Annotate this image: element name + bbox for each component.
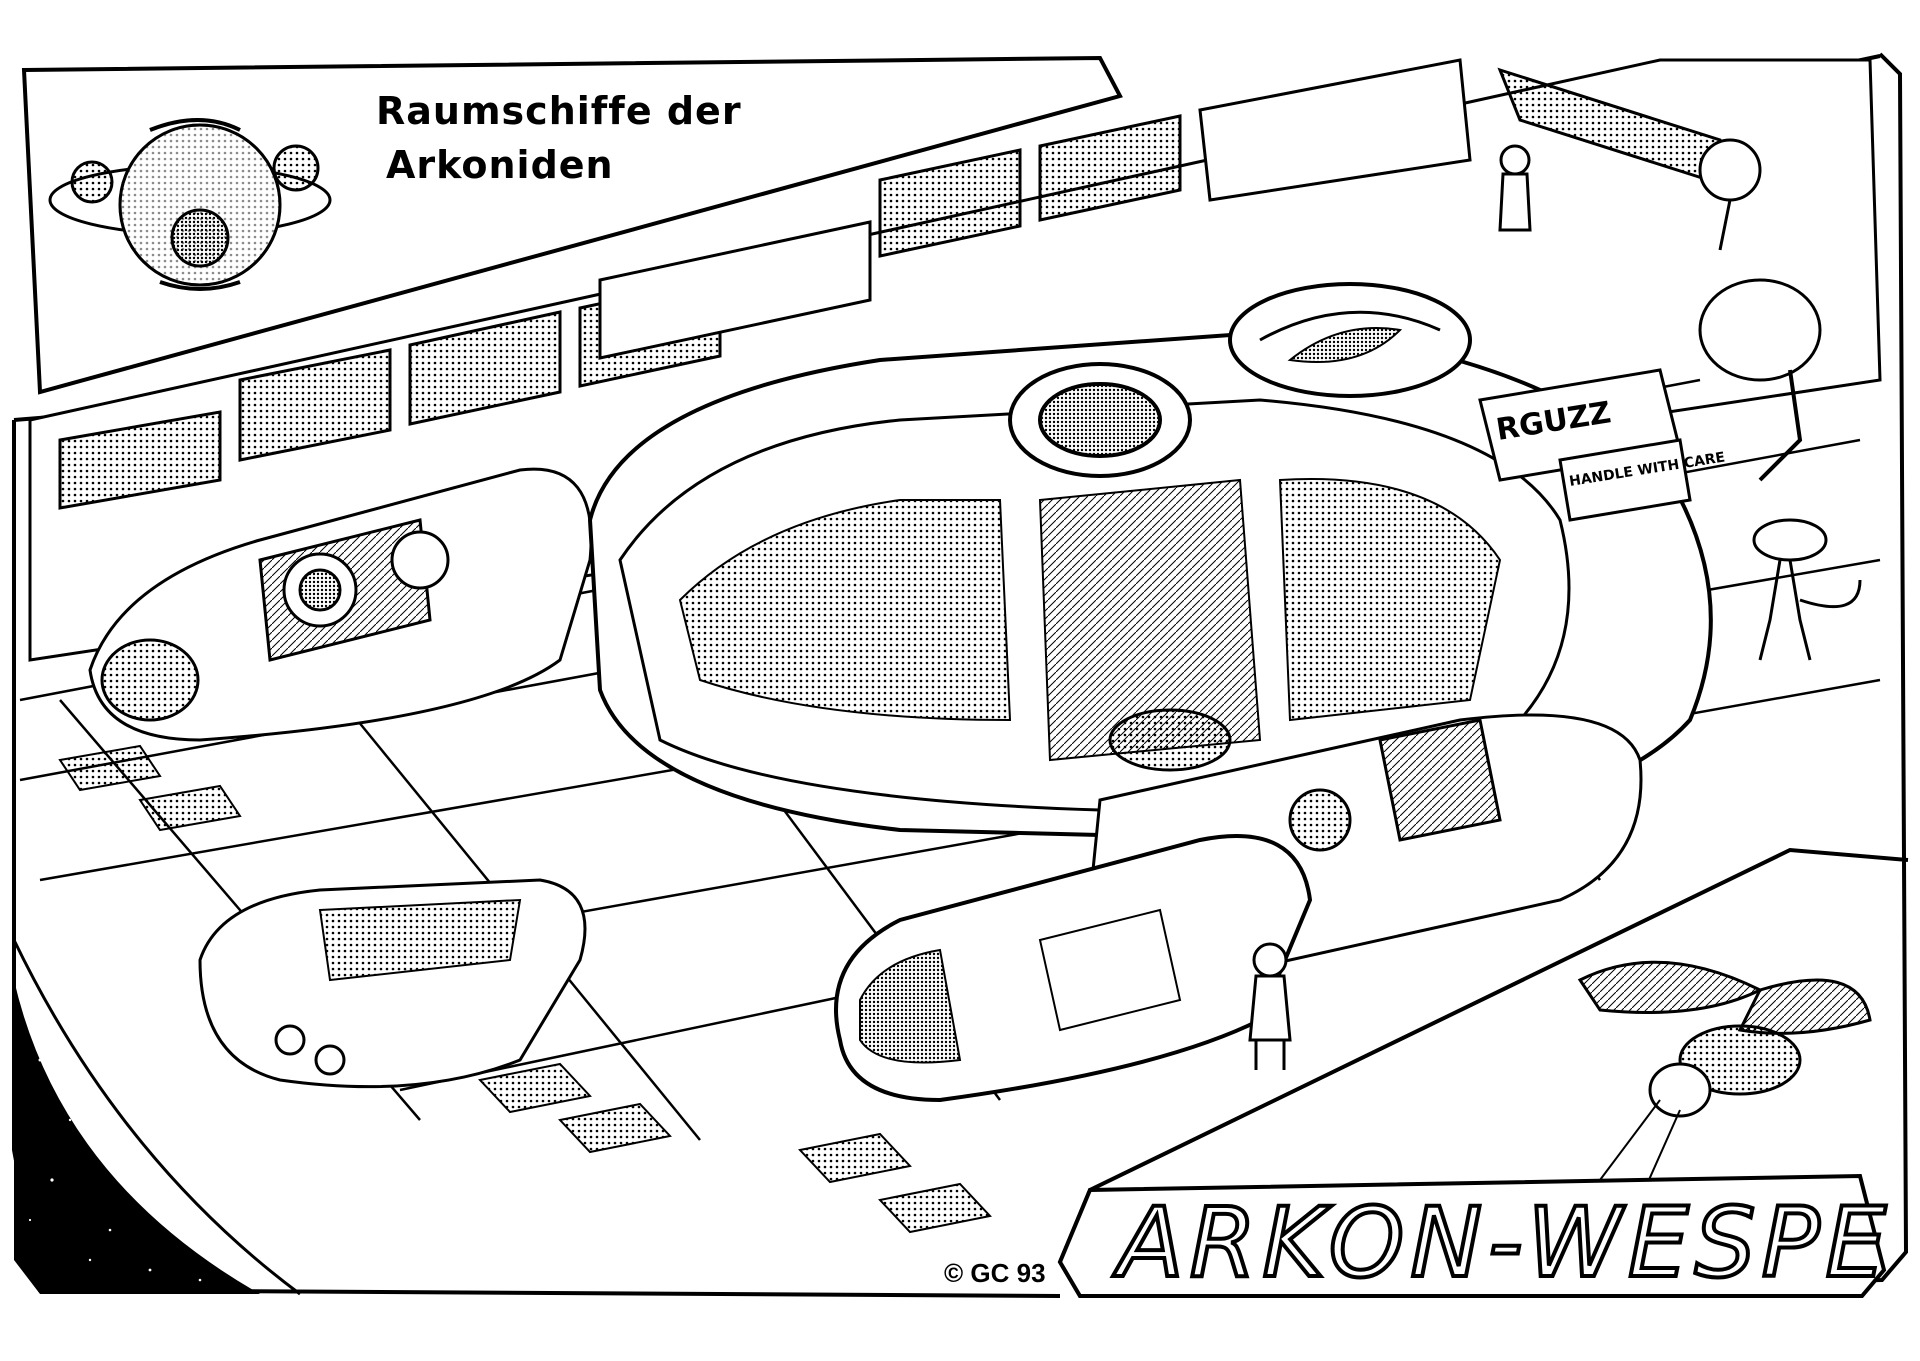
hull-marking-plate: RGUZZ HANDLE WITH CARE bbox=[1478, 368, 1726, 522]
planet-logo-icon bbox=[48, 118, 332, 291]
page-title: Raumschiffe der Arkoniden bbox=[376, 84, 936, 192]
wasp-icon bbox=[1577, 960, 1872, 1201]
main-saucer bbox=[587, 282, 1713, 843]
ship-name: ARKON-WESPE bbox=[1116, 1185, 1893, 1301]
alien-creature-icon bbox=[1752, 518, 1862, 661]
copyright-notice: © GC 93 bbox=[944, 1258, 1046, 1288]
title-line-1: Raumschiffe der bbox=[376, 89, 742, 133]
robot-arm bbox=[1497, 67, 1822, 482]
left-engine-pod bbox=[88, 467, 593, 742]
title-line-2: Arkoniden bbox=[386, 143, 614, 187]
space-background bbox=[12, 939, 301, 1296]
name-banner bbox=[1057, 1173, 1887, 1298]
astronaut-figures bbox=[1248, 144, 1532, 1070]
small-shuttle bbox=[198, 878, 587, 1089]
nose-section bbox=[834, 834, 1313, 1103]
